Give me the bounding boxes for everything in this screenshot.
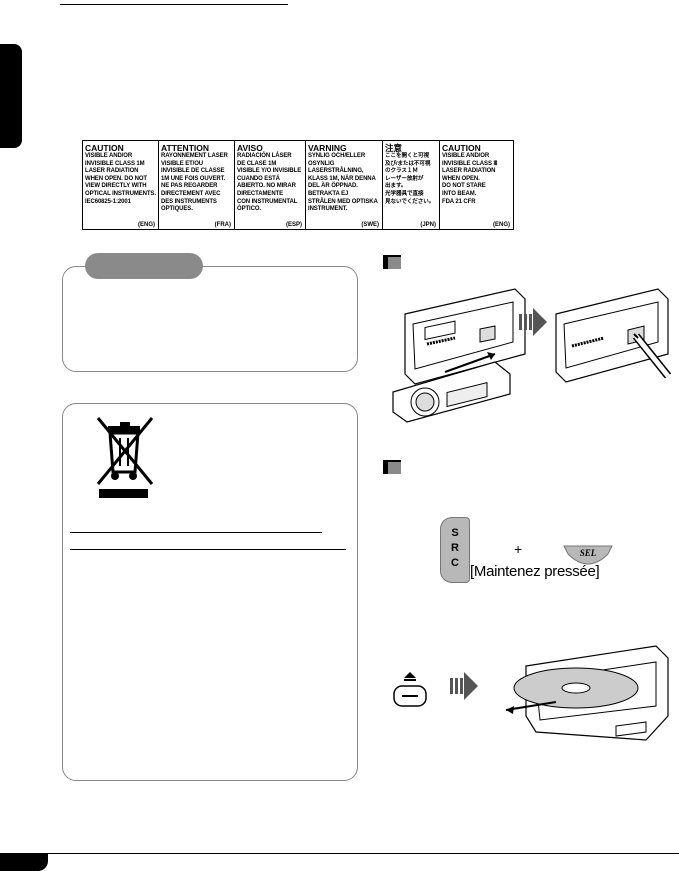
- label-code: (JPN): [420, 222, 436, 228]
- crossed-out-wheelie-bin-icon: [96, 417, 154, 485]
- faceplate-detach-illustration: [392, 288, 526, 423]
- sel-button: SEL: [563, 545, 613, 565]
- eject-icon: [393, 672, 427, 707]
- label-code: (ENG): [493, 222, 510, 228]
- label-title: ATTENTION: [161, 143, 210, 153]
- page-number-tab: [0, 853, 48, 871]
- label-code: (FRA): [214, 222, 231, 228]
- label-code: (SWE): [361, 222, 379, 228]
- label-body: RADIACIÓN LÁSER DE CLASE 1M VISIBLE Y/O …: [237, 153, 302, 213]
- reset-button-illustration: [555, 288, 672, 383]
- label-title: 注意: [385, 143, 403, 153]
- top-rule: [60, 4, 288, 5]
- sel-button-label: SEL: [580, 548, 597, 558]
- right-arrow-icon: [450, 672, 478, 700]
- label-body: VISIBLE AND/OR INVISIBLE CLASS 1M LASER …: [85, 153, 156, 205]
- label-title: CAUTION: [85, 143, 124, 153]
- hold-instruction: [Maintenez pressée]: [470, 563, 600, 580]
- label-body: VISIBLE AND/OR INVISIBLE CLASS Ⅲ LASER R…: [442, 153, 498, 205]
- footer-rule: [0, 853, 679, 854]
- language-side-tab: [0, 44, 22, 148]
- label-body: RAYONNEMENT LASER VISIBLE ET/OU INVISIBL…: [161, 153, 228, 213]
- weee-date-bar: [99, 489, 148, 498]
- label-title: AVISO: [237, 143, 263, 153]
- disc-eject-illustration: [505, 645, 669, 741]
- label-cell-jpn: 注意 ここを開くと可視 及び/または不可視 のクラス１Ｍ レーザー放射が 出ます…: [383, 141, 440, 229]
- label-title: VARNING: [308, 143, 347, 153]
- label-body: ここを開くと可視 及び/または不可視 のクラス１Ｍ レーザー放射が 出ます。 光…: [385, 153, 435, 205]
- label-title: CAUTION: [442, 143, 481, 153]
- weee-rule: [70, 549, 346, 550]
- caution-heading-pill: [85, 253, 203, 279]
- step-marker: [383, 255, 401, 269]
- src-button: S R C: [440, 517, 470, 583]
- right-arrow-icon: [519, 308, 547, 336]
- label-cell-eng: CAUTION VISIBLE AND/OR INVISIBLE CLASS 1…: [83, 141, 159, 229]
- plus-sign: +: [514, 541, 523, 557]
- weee-rule: [70, 532, 322, 533]
- laser-caution-label: CAUTION VISIBLE AND/OR INVISIBLE CLASS 1…: [82, 140, 514, 230]
- caution-box: [62, 266, 358, 372]
- label-body: SYNLIG OCH/ELLER OSYNLIG LASERSTRÅLNING,…: [308, 153, 378, 213]
- label-cell-fra: ATTENTION RAYONNEMENT LASER VISIBLE ET/O…: [159, 141, 235, 229]
- label-cell-swe: VARNING SYNLIG OCH/ELLER OSYNLIG LASERST…: [306, 141, 383, 229]
- label-code: (ESP): [285, 222, 302, 228]
- step-marker: [383, 460, 401, 474]
- src-button-label: S R C: [451, 527, 459, 569]
- weee-info-box: [62, 403, 358, 781]
- label-cell-esp: AVISO RADIACIÓN LÁSER DE CLASE 1M VISIBL…: [235, 141, 306, 229]
- label-cell-eng-fda: CAUTION VISIBLE AND/OR INVISIBLE CLASS Ⅲ…: [440, 141, 513, 229]
- label-code: (ENG): [138, 222, 155, 228]
